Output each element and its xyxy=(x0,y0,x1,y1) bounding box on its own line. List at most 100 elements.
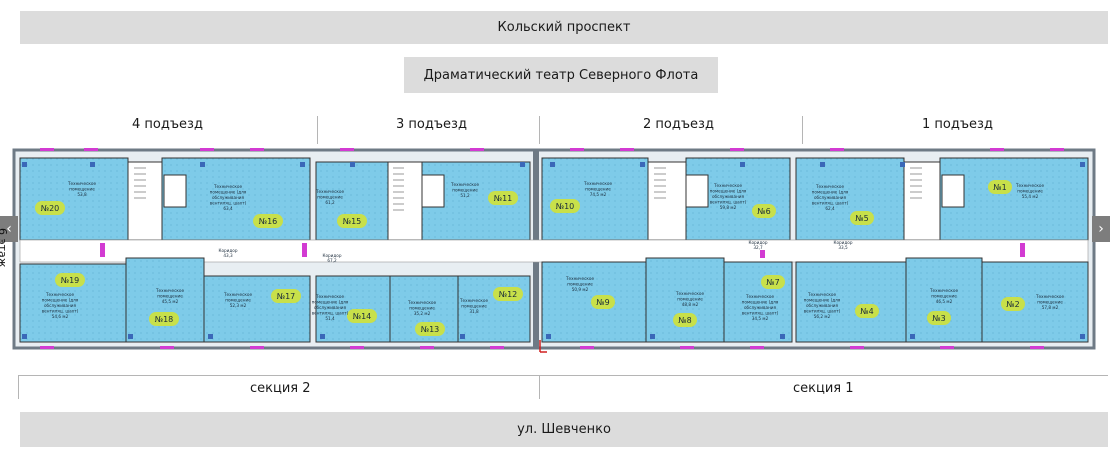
room-description: обслуживания xyxy=(712,194,745,199)
chevron-left-icon[interactable]: ‹ xyxy=(0,216,18,242)
room-number: №2 xyxy=(1006,300,1019,309)
entrance-label-2: 2 подъезд xyxy=(643,117,714,132)
room-number: №16 xyxy=(259,217,278,226)
room-description: Техническое xyxy=(1035,294,1065,299)
room-description: Техническое xyxy=(807,292,837,297)
room-number-tag xyxy=(55,273,85,287)
room-1 xyxy=(939,157,1089,241)
entrance-label-1: 1 подъезд xyxy=(922,117,993,132)
section-top-rule xyxy=(18,375,1108,376)
room-description: Техническое xyxy=(713,183,743,188)
room-area: 46,5 м2 xyxy=(936,299,953,304)
room-description: помещение (для xyxy=(804,298,841,303)
room-description: помещение xyxy=(585,187,611,192)
room-description: Техническое xyxy=(213,184,243,189)
room-area: 51,2 xyxy=(460,193,470,198)
room-area: 61,2 xyxy=(325,200,335,205)
room-area: 45,5 м2 xyxy=(162,299,179,304)
room-description: Техническое xyxy=(459,298,489,303)
room-area: 62,4 xyxy=(825,206,835,211)
street-top-banner: Кольский проспект xyxy=(20,11,1108,44)
room-number-tag xyxy=(271,289,301,303)
elevator-shaft xyxy=(941,174,965,208)
room-description: помещение xyxy=(225,298,251,303)
room-description: помещение xyxy=(1037,300,1063,305)
corridor-area: 33,5 xyxy=(838,245,848,250)
room-number: №17 xyxy=(277,292,296,301)
room-number: №6 xyxy=(757,207,770,216)
room-14 xyxy=(315,275,391,343)
room-4 xyxy=(795,261,907,343)
room-description: вентиляц. шахт) xyxy=(42,309,79,314)
section-divider xyxy=(539,375,540,399)
room-17 xyxy=(203,275,311,343)
room-area: 55,4 м2 xyxy=(1022,194,1039,199)
room-number: №15 xyxy=(343,217,362,226)
corridor-area: 67,2 xyxy=(327,258,337,263)
chevron-right-icon[interactable]: › xyxy=(1092,216,1110,242)
room-number-tag xyxy=(347,309,377,323)
stairwell xyxy=(127,161,163,241)
corridor-area: 32,7 xyxy=(753,245,763,250)
street-bottom-banner: ул. Шевченко xyxy=(20,412,1108,447)
landmark-banner: Драматический театр Северного Флота xyxy=(404,57,718,93)
room-number: №18 xyxy=(155,315,174,324)
room-description: помещение xyxy=(69,187,95,192)
column-markers xyxy=(22,162,1085,339)
room-description: помещение xyxy=(157,294,183,299)
room-number: №20 xyxy=(41,204,60,213)
room-number-tag xyxy=(415,322,445,336)
room-description: помещение xyxy=(452,188,478,193)
room-18 xyxy=(125,257,205,343)
entrance-label-3: 3 подъезд xyxy=(396,117,467,132)
room-number: №9 xyxy=(596,298,609,307)
room-area: 48,8 м2 xyxy=(682,302,699,307)
room-number-tag xyxy=(253,214,283,228)
room-description: помещение xyxy=(931,294,957,299)
room-area: 35,2 м2 xyxy=(414,311,431,316)
room-area: 59,8 м2 xyxy=(720,205,737,210)
corridor-label: Коридор xyxy=(833,240,852,245)
elevator-shaft xyxy=(421,174,445,208)
section-label-1: секция 1 xyxy=(793,381,854,396)
room-description: помещение xyxy=(677,297,703,302)
room-description: помещение (для xyxy=(42,298,79,303)
elevator-shaft xyxy=(685,174,709,208)
room-number: №1 xyxy=(993,183,1006,192)
room-description: обслуживания xyxy=(212,195,245,200)
room-area: 31,8 xyxy=(469,309,479,314)
room-description: Техническое xyxy=(565,276,595,281)
room-number-tag xyxy=(1001,297,1025,311)
room-description: вентиляц. шахт) xyxy=(804,309,841,314)
room-description: помещение (для xyxy=(710,189,747,194)
room-description: вентиляц. шахт) xyxy=(710,200,747,205)
entrance-divider xyxy=(802,116,803,144)
room-description: обслуживания xyxy=(814,195,847,200)
room-number: №5 xyxy=(855,214,868,223)
room-description: Техническое xyxy=(315,294,345,299)
room-description: Техническое xyxy=(745,294,775,299)
entrance-divider xyxy=(317,116,318,144)
stairwell xyxy=(647,161,687,241)
floor-label: 6 этаж xyxy=(0,228,9,268)
room-description: помещение (для xyxy=(210,190,247,195)
room-description: помещение xyxy=(567,282,593,287)
room-description: Техническое xyxy=(929,288,959,293)
room-description: обслуживания xyxy=(744,305,777,310)
room-number: №19 xyxy=(61,276,80,285)
room-16 xyxy=(161,157,311,241)
room-description: вентиляц. шахт) xyxy=(312,311,349,316)
room-number: №4 xyxy=(860,307,873,316)
room-description: Техническое xyxy=(45,292,75,297)
room-area: 34,5 м2 xyxy=(752,316,769,321)
room-area: 52,3 м2 xyxy=(230,303,247,308)
room-area: 54,6 м2 xyxy=(52,314,69,319)
room-number-tag xyxy=(493,287,523,301)
window-markers xyxy=(40,148,1064,349)
room-description: помещение xyxy=(317,195,343,200)
room-number-tag xyxy=(850,211,874,225)
room-5 xyxy=(795,157,905,241)
room-area: 50,9 м2 xyxy=(572,287,589,292)
room-number: №13 xyxy=(421,325,440,334)
